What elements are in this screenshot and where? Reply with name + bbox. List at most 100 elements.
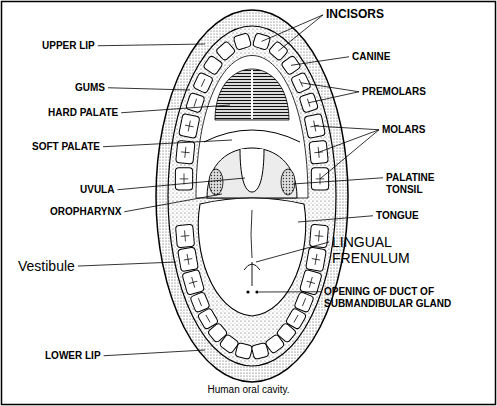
tooth: [299, 269, 322, 295]
tooth-crown: [233, 33, 251, 51]
tooth-crown: [252, 33, 270, 51]
tooth-crown: [309, 224, 328, 247]
part-label: PALATINE TONSIL: [386, 172, 466, 195]
label-box: UPPER LIP: [42, 40, 95, 52]
label-box: GUMS: [75, 82, 105, 94]
part-label: LOWER LIP: [45, 350, 101, 362]
tooth: [175, 168, 192, 190]
tooth-cusp: [302, 298, 305, 306]
tooth: [182, 269, 205, 295]
leader-line: [256, 242, 329, 262]
tooth: [304, 113, 325, 138]
palatine-tonsil: [281, 169, 295, 195]
tooth-crown: [299, 269, 322, 295]
tooth: [215, 41, 235, 61]
label-box: INCISORS: [326, 8, 384, 22]
tooth-crown: [268, 41, 288, 61]
tooth: [186, 92, 205, 113]
tooth-crown: [203, 55, 223, 75]
label-box: TONGUE: [376, 210, 419, 222]
upper-teeth: [175, 33, 328, 190]
gums: [168, 26, 336, 366]
tooth: [193, 72, 214, 94]
leader-line: [315, 126, 379, 130]
tooth-cusp: [314, 146, 324, 158]
figure-caption: Human oral cavity.: [0, 384, 497, 396]
leader-line: [121, 105, 230, 113]
label-box: UVULA: [80, 184, 114, 196]
tooth: [268, 41, 288, 61]
tooth-crown: [304, 113, 325, 138]
part-label: PREMOLARS: [362, 86, 426, 98]
tooth-cusp: [180, 230, 190, 242]
part-label: OROPHARYNX: [50, 206, 121, 218]
leader-line: [293, 178, 383, 184]
tooth-cusp: [307, 99, 310, 107]
tooth-crown: [311, 168, 328, 190]
tooth-cusp: [194, 99, 197, 107]
leader-line: [124, 194, 222, 212]
tooth-cusp: [311, 253, 321, 265]
part-label: INCISORS: [326, 8, 384, 22]
label-box: OROPHARYNX: [50, 206, 121, 218]
leader-line: [104, 350, 205, 356]
leader-line: [298, 216, 373, 222]
tooth: [309, 140, 328, 164]
leader-line: [319, 130, 379, 153]
leader-line: [103, 140, 232, 147]
tooth: [299, 92, 318, 113]
tooth-crown: [176, 140, 195, 164]
label-box: PALATINE TONSIL: [386, 172, 466, 195]
uvula: [240, 149, 264, 192]
tooth: [311, 168, 328, 190]
tooth-crown: [175, 168, 192, 190]
tooth: [235, 342, 253, 359]
tooth-crown: [215, 41, 235, 61]
tooth: [175, 224, 194, 247]
tooth-crown: [306, 247, 327, 272]
tooth-cusp: [294, 315, 298, 322]
tooth-cusp: [299, 79, 303, 87]
tooth-crown: [193, 72, 214, 94]
leader-line: [301, 83, 359, 92]
tooth-cusp: [305, 276, 316, 289]
tooth-cusp: [184, 120, 195, 133]
label-box: MOLARS: [382, 124, 425, 136]
label-box: PREMOLARS: [362, 86, 426, 98]
tooth: [291, 72, 312, 94]
tongue-midline: [251, 210, 252, 258]
tooth-crown: [175, 224, 194, 247]
leader-line: [309, 92, 359, 103]
leader-line: [291, 57, 349, 66]
palatine-raphe: [251, 70, 253, 119]
leader-line: [78, 262, 176, 266]
part-label: Vestibule: [18, 258, 75, 274]
soft-palate-edge: [204, 130, 300, 142]
tooth-crown: [309, 140, 328, 164]
part-label: OPENING OF DUCT OF SUBMANDIBULAR GLAND: [324, 286, 484, 309]
label-box: LINGUAL FRENULUM: [332, 234, 432, 266]
tooth-cusp: [314, 230, 324, 242]
tooth-crown: [281, 55, 301, 75]
leader-line: [262, 15, 323, 42]
label-box: Vestibule: [18, 258, 75, 274]
teeth: [175, 33, 328, 360]
tooth-crown: [294, 292, 314, 313]
tooth-crown: [299, 92, 318, 113]
tooth-cusp: [183, 253, 193, 265]
tooth: [294, 292, 314, 313]
tooth: [176, 140, 195, 164]
label-box: SOFT PALATE: [32, 141, 100, 153]
tooth-crown: [291, 72, 312, 94]
part-label: UVULA: [80, 184, 114, 196]
part-label: MOLARS: [382, 124, 425, 136]
part-label: UPPER LIP: [42, 40, 95, 52]
label-box: HARD PALATE: [48, 107, 118, 119]
tooth-crown: [186, 92, 205, 113]
duct-opening: [246, 290, 249, 293]
leader-line: [278, 15, 323, 51]
lips: [156, 10, 348, 382]
tooth: [233, 33, 251, 51]
leader-line: [108, 88, 190, 90]
